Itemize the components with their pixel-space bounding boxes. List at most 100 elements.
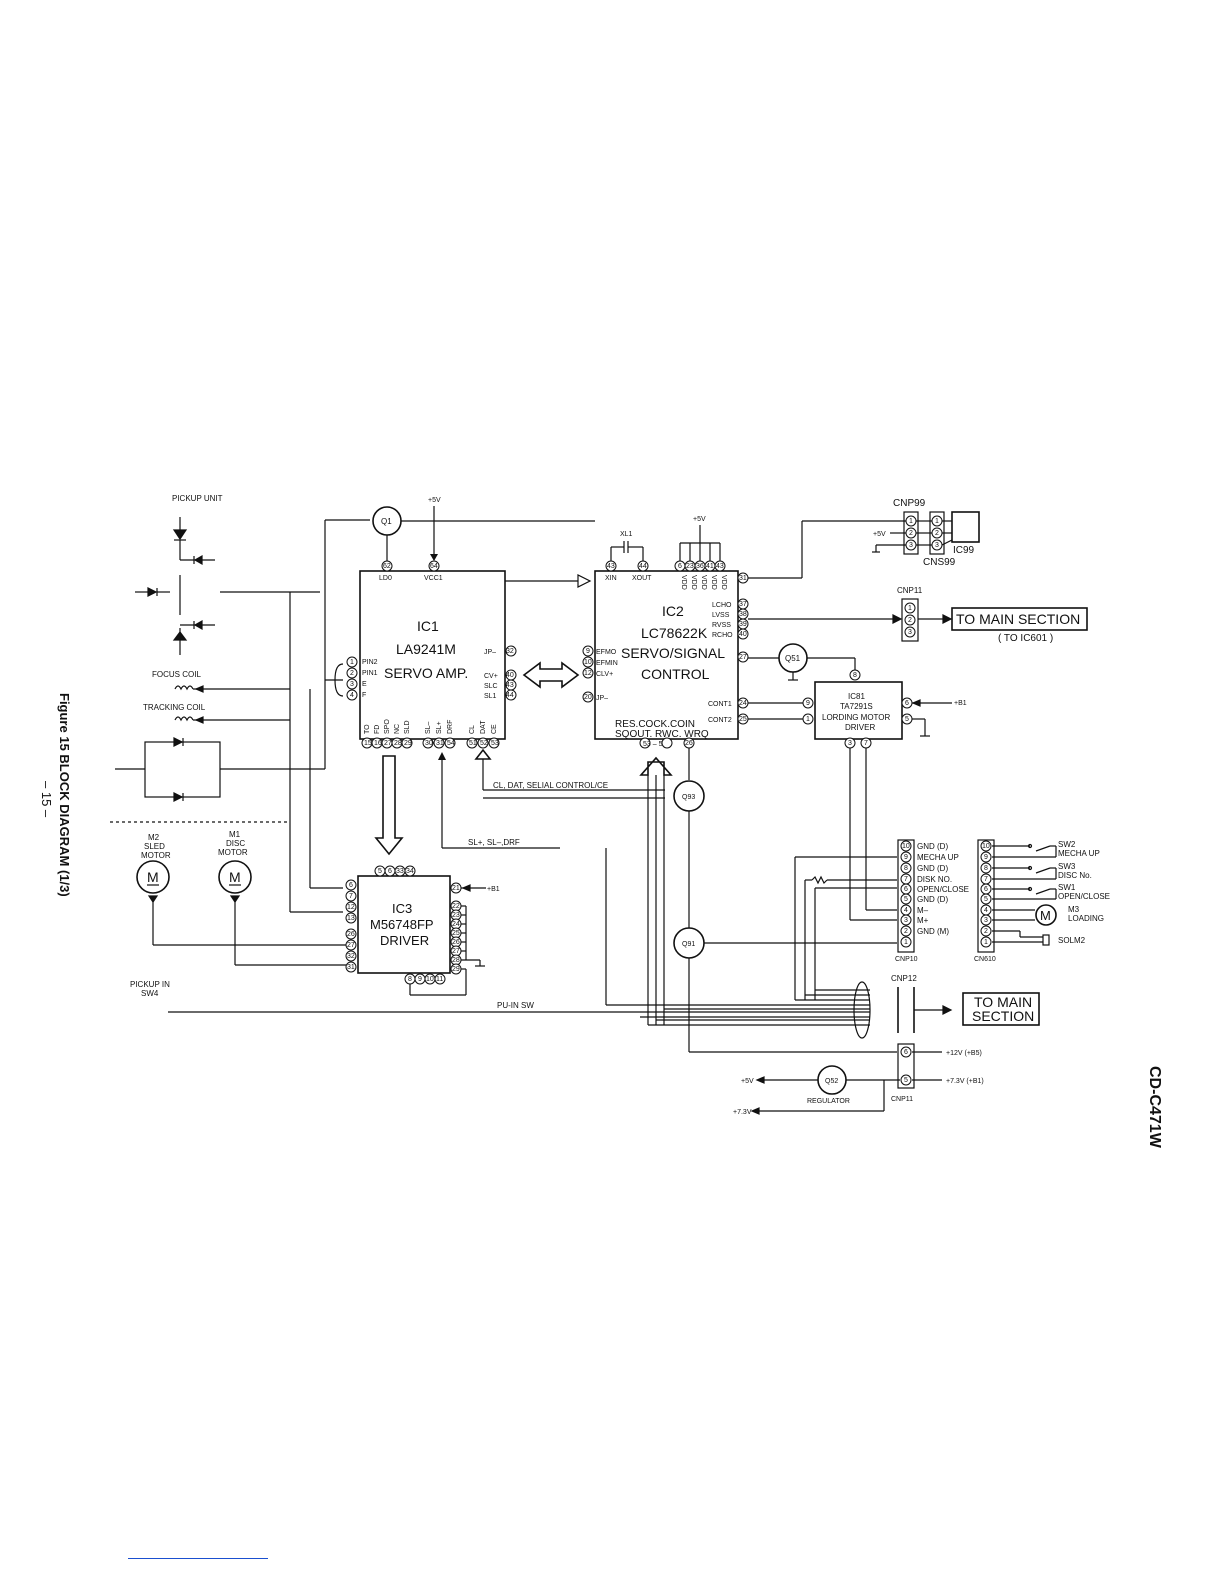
m3-label: LOADING: [1068, 914, 1104, 923]
ic1-part: LA9241M: [396, 641, 456, 657]
svg-text:30: 30: [425, 740, 433, 747]
svg-text:JP–: JP–: [596, 695, 608, 702]
svg-text:26: 26: [347, 931, 355, 938]
svg-text:7: 7: [349, 893, 353, 900]
svg-text:1: 1: [984, 939, 988, 946]
svg-text:26: 26: [685, 740, 693, 747]
sled-motor: M2 SLED MOTOR M: [136, 833, 346, 946]
svg-text:CV+: CV+: [484, 673, 498, 680]
pickup-in-label: PICKUP IN: [130, 980, 170, 989]
svg-text:VDD: VDD: [690, 575, 697, 590]
q1-transistor: Q1: [372, 506, 595, 566]
svg-text:8: 8: [904, 865, 908, 872]
svg-text:DAT: DAT: [480, 720, 487, 734]
svg-text:SL1: SL1: [484, 693, 497, 700]
svg-text:6: 6: [349, 882, 353, 889]
svg-text:TO: TO: [364, 724, 371, 734]
ic3-left-pins: 6 7 12 13 26 27 32 31: [345, 879, 357, 973]
ic3-name: IC3: [392, 901, 412, 916]
svg-text:DISK NO.: DISK NO.: [917, 875, 952, 884]
svg-text:33: 33: [396, 868, 404, 875]
svg-text:23: 23: [686, 563, 694, 570]
ic99-name: IC99: [953, 545, 975, 556]
pu-in-sw-label: PU-IN SW: [497, 1001, 534, 1010]
cnp99-connector: CNP99 1 2 3 1 2 3 CNS99 IC99 +5V: [748, 498, 980, 579]
svg-text:41: 41: [706, 563, 714, 570]
svg-text:SLD: SLD: [404, 720, 411, 734]
svg-text:24: 24: [739, 700, 747, 707]
svg-text:2: 2: [935, 530, 939, 537]
m3-id: M3: [1068, 905, 1080, 914]
pickup-unit-title: PICKUP UNIT: [172, 494, 223, 503]
focus-coil-icon: [174, 685, 290, 693]
svg-text:7: 7: [984, 876, 988, 883]
tracking-coil-icon: [174, 716, 290, 724]
svg-text:38: 38: [739, 611, 747, 618]
ic81-function-1: LORDING MOTOR: [822, 713, 891, 722]
ic1-bottom-pins: 15 16 27 28 29 30 31 54 51 52 53: [361, 737, 500, 749]
svg-text:1: 1: [909, 518, 913, 525]
ic2-bottom-signals-1: RES.COCK.COIN: [615, 719, 695, 730]
ic3-function: DRIVER: [380, 933, 429, 948]
ic2-bottom-signals-2: SQOUT. RWC. WRQ: [615, 729, 709, 740]
svg-text:1: 1: [935, 518, 939, 525]
ic1-supply: +5V: [428, 497, 441, 561]
svg-text:32: 32: [506, 648, 514, 655]
svg-text:1: 1: [806, 716, 810, 723]
svg-text:1: 1: [908, 605, 912, 612]
svg-text:16: 16: [374, 740, 382, 747]
ic2-supply-label: +5V: [693, 516, 706, 523]
svg-text:SL+: SL+: [436, 721, 443, 734]
svg-text:6: 6: [678, 563, 682, 570]
svg-text:43: 43: [607, 563, 615, 570]
svg-text:23: 23: [452, 912, 460, 919]
svg-text:9: 9: [806, 700, 810, 707]
svg-text:11: 11: [436, 976, 443, 983]
ic1-to-ic3-arrow: [374, 755, 404, 856]
svg-text:VDD: VDD: [680, 575, 687, 590]
to-ic601-note: ( TO IC601 ): [998, 633, 1053, 644]
ic3-top-pins: 5 6 33 34: [374, 865, 416, 877]
svg-text:FD: FD: [374, 725, 381, 734]
sled-control-bus-label: SL+, SL–,DRF: [468, 838, 520, 847]
sw3-label: DISC No.: [1058, 871, 1092, 880]
svg-text:EFMO: EFMO: [596, 649, 617, 656]
ic1-pin-number: 64: [430, 563, 438, 570]
svg-text:XOUT: XOUT: [632, 575, 652, 582]
svg-text:M–: M–: [917, 906, 929, 915]
regulator-label: REGULATOR: [807, 1098, 850, 1105]
pickup-in-switch-id: SW4: [141, 989, 159, 998]
sled-motor-icon: [136, 860, 170, 894]
q93-label: Q93: [682, 794, 695, 801]
ic2-function-1: SERVO/SIGNAL: [621, 645, 725, 661]
q91-label: Q91: [682, 941, 695, 948]
serial-control-bus-label: CL, DAT, SELIAL CONTROL/CE: [493, 781, 608, 790]
svg-text:24: 24: [452, 921, 460, 928]
ic2-bottom-pins: 53 – 58 26: [639, 737, 695, 749]
q1-label: Q1: [381, 517, 392, 526]
svg-text:9: 9: [904, 854, 908, 861]
ic2-block: IC2 LC78622K SERVO/SIGNAL CONTROL RES.CO…: [582, 516, 749, 749]
svg-text:25: 25: [452, 930, 460, 937]
ic1-supply-label: +5V: [428, 497, 441, 504]
svg-text:9: 9: [586, 648, 590, 655]
svg-text:29: 29: [404, 740, 412, 747]
ic2-name: IC2: [662, 603, 684, 619]
svg-text:M: M: [147, 869, 159, 885]
svg-text:20: 20: [584, 694, 592, 701]
svg-text:6: 6: [905, 700, 909, 707]
svg-text:CE: CE: [491, 724, 498, 734]
ic1-to-ic2-link: [505, 574, 592, 588]
ic3-supply: +B1: [487, 886, 500, 893]
cnp99-supply: +5V: [873, 531, 886, 538]
footer-rule: [128, 1558, 268, 1559]
cns99-name: CNS99: [923, 557, 956, 568]
svg-text:CONT2: CONT2: [708, 717, 732, 724]
svg-text:27: 27: [739, 654, 747, 661]
cnp11-top-name: CNP11: [897, 586, 923, 595]
svg-text:21: 21: [452, 885, 460, 892]
ic81-part: TA7291S: [840, 702, 873, 711]
